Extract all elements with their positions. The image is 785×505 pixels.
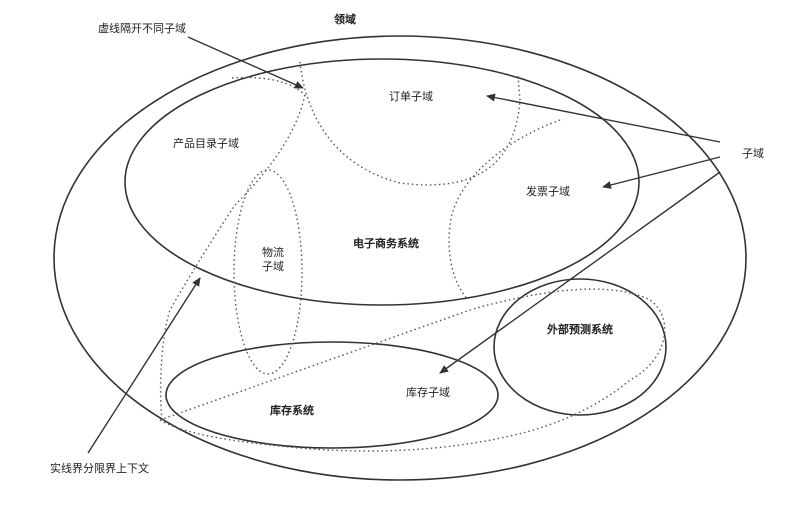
order-subdomain-dotted xyxy=(299,61,521,186)
arrow-subdomain-inventory xyxy=(439,171,721,374)
inventory-context-boundary xyxy=(165,341,499,449)
arrow-dotted-note xyxy=(187,36,304,89)
external-forecast-boundary xyxy=(493,278,667,416)
arrow-solid-note xyxy=(87,277,201,454)
external-forecast-system-label: 外部预测系统 xyxy=(547,323,613,336)
logistics-subdomain-label: 物流 子域 xyxy=(262,246,284,273)
product-catalog-subdomain-label: 产品目录子域 xyxy=(173,137,239,150)
invoice-subdomain-label: 发票子域 xyxy=(526,185,570,198)
inventory-subdomain-label: 库存子域 xyxy=(406,386,450,399)
subdomain-note-label: 子域 xyxy=(742,147,764,160)
domain-boundary xyxy=(53,35,747,481)
order-subdomain-label: 订单子域 xyxy=(389,90,433,103)
logistics-subdomain-dotted xyxy=(233,169,303,375)
ecommerce-context-boundary xyxy=(124,58,640,306)
arrow-subdomain-order xyxy=(486,93,721,143)
inventory-system-label: 库存系统 xyxy=(270,404,314,417)
solid-note-label: 实线界分限界上下文 xyxy=(50,462,149,475)
domain-label: 领域 xyxy=(334,13,356,26)
arrow-subdomain-invoice xyxy=(602,156,721,189)
product-top-dotted xyxy=(231,76,306,96)
invoice-subdomain-dotted xyxy=(448,119,561,301)
inventory-subdomain-dotted xyxy=(158,288,666,452)
product-subdomain-dotted xyxy=(159,94,306,421)
ecommerce-system-label: 电子商务系统 xyxy=(353,237,419,250)
dotted-note-label: 虚线隔开不同子域 xyxy=(98,22,186,35)
